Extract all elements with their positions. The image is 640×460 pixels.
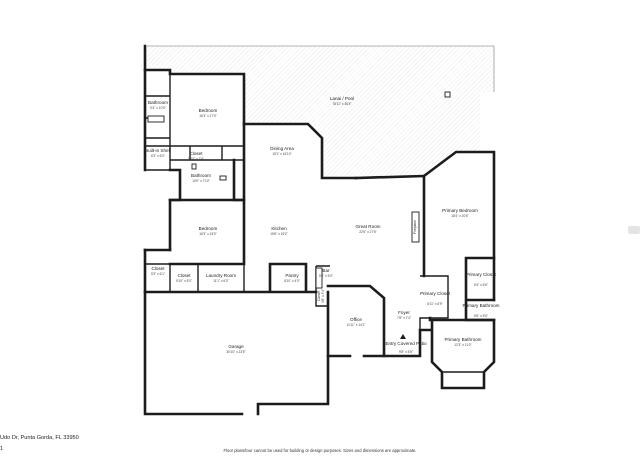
label-pantry: Pantry bbox=[285, 273, 299, 278]
label-primary-closet-2: Primary Closet bbox=[466, 272, 497, 277]
label-lanai-pool: Lanai / Pool bbox=[330, 96, 354, 101]
wall-garage-top bbox=[143, 262, 318, 294]
dim-primary-bathroom-1: 5'6" x 5'6" bbox=[474, 314, 488, 318]
dim-great-room: 22'6" x 27'6" bbox=[359, 230, 376, 234]
label-closet-2: Closet bbox=[151, 266, 165, 271]
dim-bathroom-2: 10'0" x 7'10" bbox=[192, 179, 209, 183]
lanai-column bbox=[444, 91, 451, 98]
toilet-icon bbox=[191, 163, 197, 170]
label-primary-bedroom: Primary Bedroom bbox=[442, 208, 478, 213]
label-bedroom-2: Bedroom bbox=[199, 226, 218, 231]
wall-left-bedroom-wing bbox=[143, 44, 244, 416]
wall-primary-wing bbox=[422, 174, 496, 322]
bar-counter-icon bbox=[315, 267, 323, 289]
wall-primary-closet bbox=[419, 275, 449, 330]
dim-foyer: 7'8" x 7'4" bbox=[397, 316, 411, 320]
wall-dining-bay bbox=[242, 122, 358, 180]
label-great-room: Great Room bbox=[355, 224, 380, 229]
wall-bedroom-2 bbox=[143, 198, 246, 266]
dim-bar: 5'6" x 5'0" bbox=[319, 274, 333, 278]
sink-icon bbox=[219, 175, 227, 181]
dim-closet-1: 5'10" x 7'4" bbox=[188, 157, 204, 161]
wall-office bbox=[326, 284, 386, 358]
wall-bedroom-1-bottom bbox=[170, 145, 244, 161]
dim-bedroom-1: 16'3" x 17'0" bbox=[199, 114, 216, 118]
label-bathroom-2: Bathroom bbox=[191, 173, 211, 178]
dim-primary-closet-1: 6'11" x 6'9" bbox=[427, 302, 442, 306]
bathtub-icon bbox=[147, 115, 165, 123]
label-bathroom-1: Bathroom bbox=[148, 100, 168, 105]
label-closet-1: Closet bbox=[189, 151, 203, 156]
dim-bedroom-2: 16'3" x 15'0" bbox=[199, 232, 216, 236]
label-bar: Bar bbox=[322, 268, 330, 273]
wall-primary-bathroom bbox=[428, 316, 496, 390]
wall-foyer bbox=[382, 328, 432, 358]
label-garage: Garage bbox=[228, 344, 244, 349]
label-primary-closet-1: Primary Closet bbox=[420, 291, 451, 296]
label-office: Office bbox=[350, 317, 362, 322]
lanai-pool-area bbox=[147, 46, 494, 178]
dim-closet-4: 4'8" x 3'4" bbox=[321, 289, 325, 303]
dim-bathroom-1: 9'4" x 10'0" bbox=[150, 106, 166, 110]
dim-primary-closet-2: 6'4" x 6'6" bbox=[474, 283, 488, 287]
label-closet-4: Closet bbox=[317, 291, 321, 301]
label-foyer: Foyer bbox=[398, 310, 410, 315]
label-bedroom-1: Bedroom bbox=[199, 108, 218, 113]
dim-closet-2: 5'3" x 6'1" bbox=[151, 272, 165, 276]
dim-primary-bathroom-2: 12'3" x 11'0" bbox=[454, 343, 471, 347]
label-closet-3: Closet bbox=[177, 273, 191, 278]
next-image-tab[interactable] bbox=[628, 226, 640, 234]
label-fireplace: Fireplace bbox=[413, 220, 417, 234]
dim-primary-bedroom: 18'4" x 20'6" bbox=[451, 214, 468, 218]
label-entry-patio: Entry Covered Patio bbox=[385, 341, 427, 346]
dim-built-in-shelf: 6'3" x 6'0" bbox=[151, 154, 165, 158]
entry-marker-icon bbox=[400, 334, 406, 339]
label-dining-area: Dining Area bbox=[270, 146, 294, 151]
dim-lanai-pool: 78'11" x 36'4" bbox=[332, 102, 351, 106]
label-primary-bathroom-1: Primary Bathroom bbox=[462, 303, 499, 308]
page-number: 1 bbox=[0, 446, 4, 452]
dim-kitchen: 15'6" x 15'2" bbox=[270, 232, 287, 236]
wall-garage-bottom bbox=[256, 290, 330, 416]
dim-entry-patio: 9'8" x 5'8" bbox=[399, 350, 413, 354]
dim-laundry-room: 11'1" x 6'0" bbox=[213, 279, 228, 283]
dim-office: 11'11" x 14'1" bbox=[347, 323, 366, 327]
wall-north-bedroom bbox=[143, 68, 246, 126]
dim-pantry: 8'10" x 4'0" bbox=[284, 279, 300, 283]
footer-disclaimer: Floor plans/tour cannot be used for buil… bbox=[223, 448, 417, 453]
fireplace-icon bbox=[411, 211, 420, 243]
dim-closet-3: 5'10" x 6'0" bbox=[176, 279, 192, 283]
label-kitchen: Kitchen bbox=[271, 226, 287, 231]
label-laundry-room: Laundry Room bbox=[206, 273, 236, 278]
footer-address: Udo Dr, Punta Gorda, FL 33950 bbox=[0, 435, 79, 441]
wall-great-room-north bbox=[354, 150, 496, 302]
dim-dining-area: 15'1" x 16'10" bbox=[272, 152, 291, 156]
label-primary-bathroom-2: Primary Bathroom bbox=[444, 337, 481, 342]
label-built-in-shelf: Built-in Shelf bbox=[145, 148, 172, 153]
dim-garage: 30'10" x 23'5" bbox=[226, 350, 245, 354]
